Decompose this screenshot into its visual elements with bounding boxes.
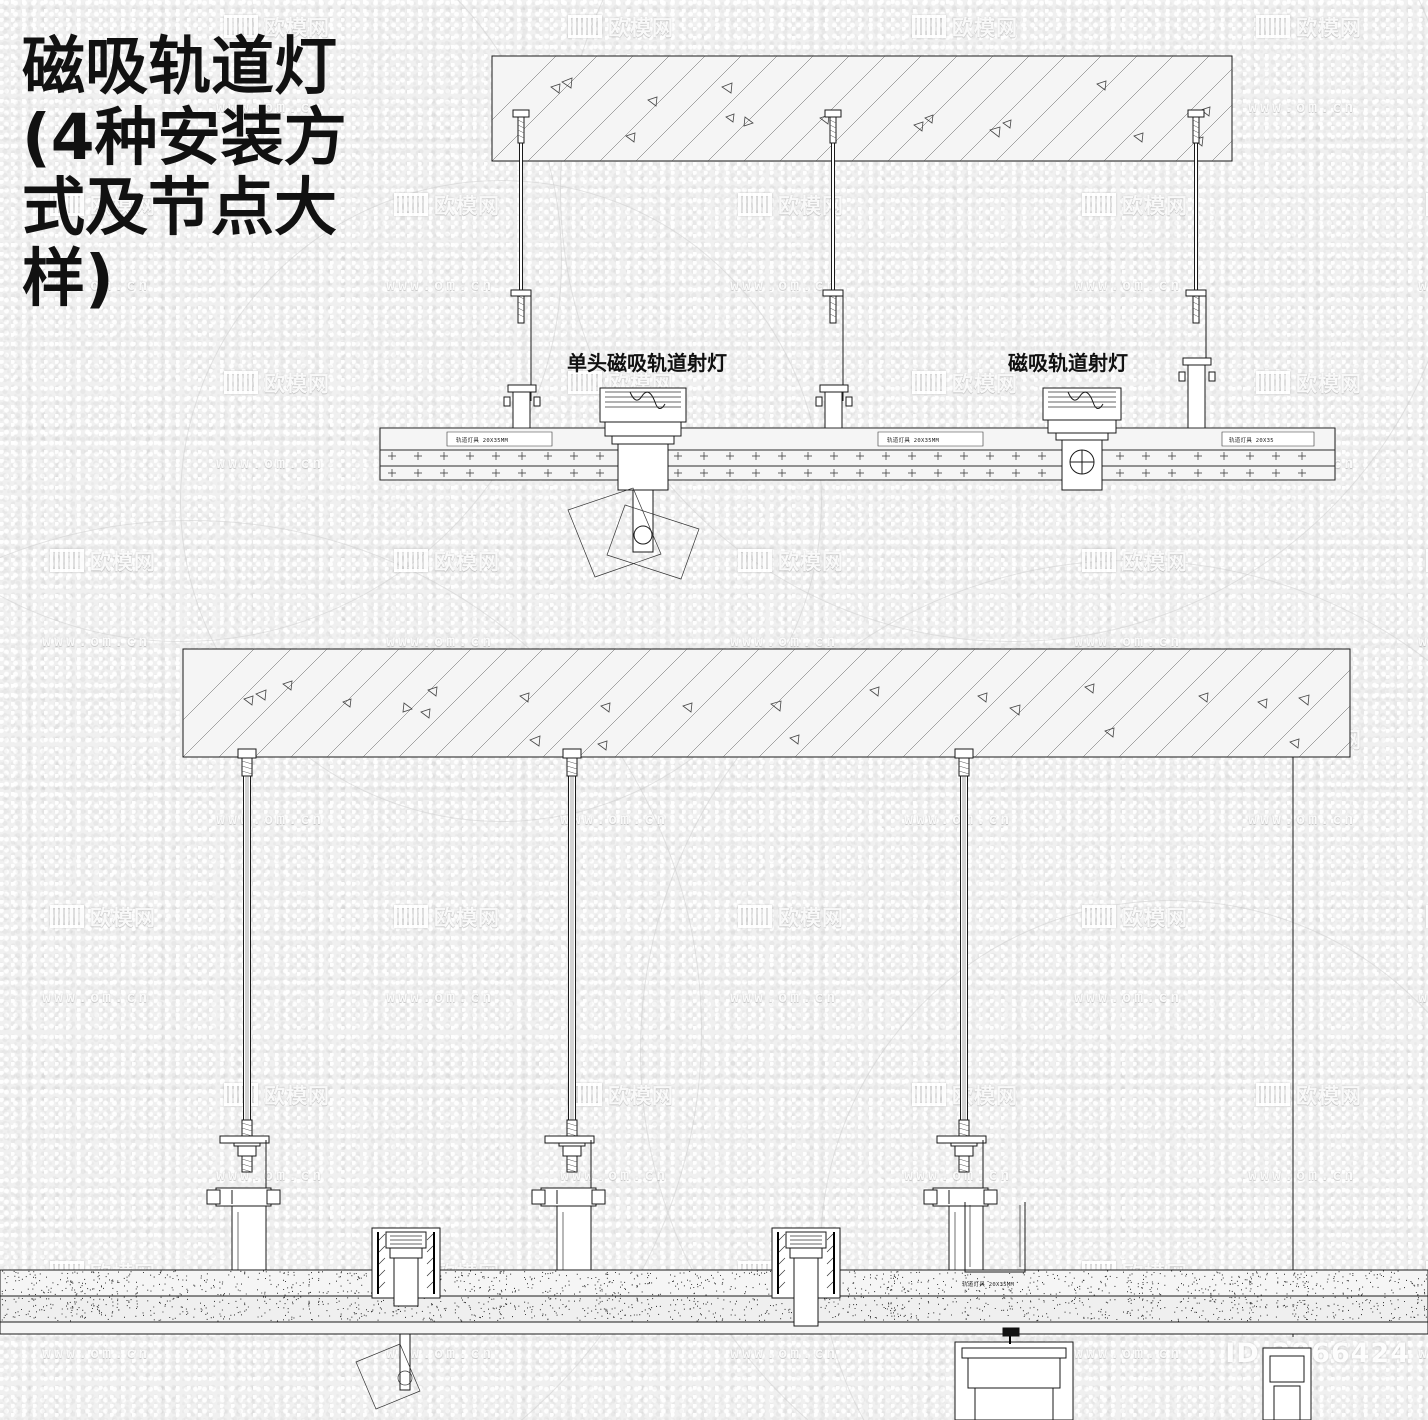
wall-track-profile [1263,1348,1311,1420]
svg-text:轨道灯具 20X35MM: 轨道灯具 20X35MM [887,436,939,444]
svg-text:轨道灯具 20X35MM: 轨道灯具 20X35MM [962,1280,1014,1288]
label-single-head-fixture: 单头磁吸轨道射灯 [567,351,727,375]
svg-text:轨道灯具 20X35: 轨道灯具 20X35 [1229,436,1274,444]
svg-text:轨道灯具 20X35MM: 轨道灯具 20X35MM [456,436,508,444]
lower-detail-drawing: 轨道灯具 20X35MM 轨道灯具 20X35MM [0,620,1428,1420]
hanger-drop-3: 轨道灯具 20X35MM [924,749,997,1300]
pendant-track-profile [955,1328,1073,1420]
ceiling-board-band [0,1270,1428,1334]
magnetic-track-rail-upper: 轨道灯具 20X35MM 轨道灯具 20X35MM 轨道灯具 20X35 [380,428,1335,480]
hanger-drop-2: 轨道灯具 20X35MM [532,749,605,1300]
upper-detail-drawing: 轨道灯具 20X35MM 轨道灯具 20X35MM 轨道灯具 20X35 [0,0,1428,620]
hanger-drop-1: 轨道灯具 20X35MM [207,749,280,1300]
track-fixture-single-head [568,388,699,579]
concrete-slab-upper [492,56,1232,161]
label-standard-fixture: 磁吸轨道射灯 [1008,351,1128,375]
concrete-slab-lower [183,649,1350,757]
